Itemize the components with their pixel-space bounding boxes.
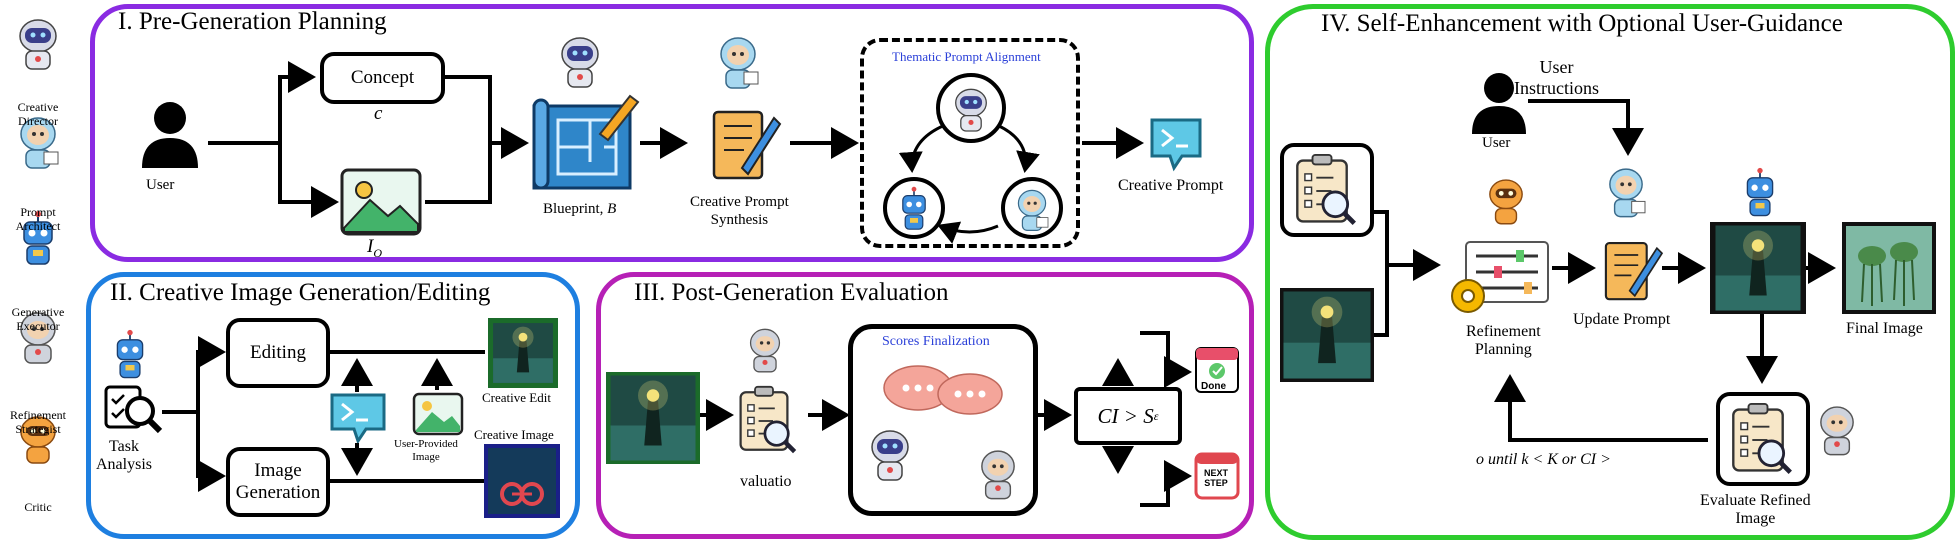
creative-director-robot-icon <box>19 19 57 70</box>
creative-edit-image <box>488 318 558 388</box>
scores-director-robot-icon <box>871 430 909 481</box>
refinement-strategist-robot-icon <box>1820 406 1854 456</box>
user-provided-image-icon <box>412 392 464 436</box>
evaluate-refined-label: Evaluate Refined Image <box>1700 492 1811 527</box>
discussion-bubbles-icon <box>883 365 1003 415</box>
generative-executor-robot-icon <box>1746 166 1774 217</box>
stage1-title: I. Pre-Generation Planning <box>118 8 387 35</box>
prompt-input-icon <box>330 393 386 443</box>
alignment-architect-icon <box>1001 177 1063 239</box>
update-prompt-label: Update Prompt <box>1573 311 1671 328</box>
role-label-creative-director: Creative Director <box>17 100 59 128</box>
evaluation-label: valuatio <box>740 473 792 490</box>
user-instructions-label: User Instructions <box>1514 57 1599 98</box>
alignment-box <box>860 38 1080 248</box>
blueprint-label: Blueprint, B <box>543 201 617 217</box>
generated-image <box>606 372 700 464</box>
stage1-user-label: User <box>146 177 175 193</box>
next-step-label: NEXT STEP <box>1204 468 1229 488</box>
stage3-title: III. Post-Generation Evaluation <box>634 279 949 306</box>
critic-robot-icon <box>1489 179 1523 225</box>
generative-executor-robot-icon <box>116 328 144 379</box>
scores-critic-robot-icon <box>981 450 1015 500</box>
done-icon <box>1195 347 1239 393</box>
creative-prompt-icon <box>1150 118 1202 172</box>
scores-finalization-box <box>848 324 1038 516</box>
prompt-architect-robot-icon <box>720 37 759 89</box>
refinement-planning-label: Refinement Planning <box>1466 323 1541 358</box>
plan-clipboard-icon <box>1280 143 1374 237</box>
loop-condition-label: o until k < K or CI > <box>1476 451 1611 468</box>
concept-box: Concept <box>320 52 445 104</box>
task-analysis-label: Task Analysis <box>96 438 152 473</box>
refinement-settings-icon <box>1451 241 1549 313</box>
stage4-user-icon <box>1472 73 1526 134</box>
prompt-architect-robot-icon <box>1609 168 1646 218</box>
input-lighthouse-image <box>1280 288 1374 382</box>
creative-prompt-label: Creative Prompt <box>1118 177 1224 194</box>
next-step-icon <box>1194 452 1240 500</box>
blueprint-icon <box>532 94 640 190</box>
alignment-label: Thematic Prompt Alignment <box>892 49 1041 64</box>
editing-box: Editing <box>226 318 330 388</box>
creative-edit-label: Creative Edit <box>482 390 551 405</box>
user-provided-image-label: User-Provided Image <box>394 438 458 463</box>
scores-finalization-label: Scores Finalization <box>882 334 990 349</box>
stage3-panel <box>596 272 1254 539</box>
final-image <box>1842 222 1936 314</box>
creative-image-label: Creative Image <box>474 427 554 442</box>
refined-image <box>1710 222 1806 314</box>
final-image-label: Final Image <box>1846 320 1923 337</box>
stage2-title: II. Creative Image Generation/Editing <box>110 279 491 306</box>
stage4-user-label: User <box>1482 135 1511 151</box>
input-image-variable: IO <box>367 236 382 260</box>
role-label-generative-executor: Generative Executor <box>11 305 65 333</box>
stage2-panel <box>86 272 580 539</box>
user-icon <box>142 102 198 168</box>
creative-image <box>484 444 560 518</box>
stage4-title: IV. Self-Enhancement with Optional User-… <box>1321 10 1843 37</box>
role-label-critic: Critic <box>24 500 52 514</box>
stage1-panel <box>90 4 1254 262</box>
input-image-icon <box>340 168 422 236</box>
stage4-panel <box>1265 4 1955 540</box>
task-analysis-icon <box>104 385 163 434</box>
scroll-pen-icon <box>712 110 782 180</box>
evaluation-clipboard-icon <box>728 375 814 465</box>
alignment-executor-icon <box>883 177 945 239</box>
update-scroll-icon <box>1604 242 1664 301</box>
roles-icons <box>19 19 59 464</box>
image-generation-box: Image Generation <box>226 447 330 517</box>
creative-director-robot-icon <box>561 37 599 88</box>
concept-variable: c <box>374 103 383 124</box>
critic-robot-icon <box>749 328 781 373</box>
done-label: Done <box>1201 381 1226 392</box>
alignment-director-icon <box>936 73 1006 143</box>
synthesis-label: Creative Prompt Synthesis <box>690 194 789 228</box>
role-label-refinement-strategist: Refinement Strategist <box>10 408 66 436</box>
evaluate-clipboard-icon <box>1716 392 1810 486</box>
role-label-prompt-architect: Prompt Architect <box>15 205 61 233</box>
